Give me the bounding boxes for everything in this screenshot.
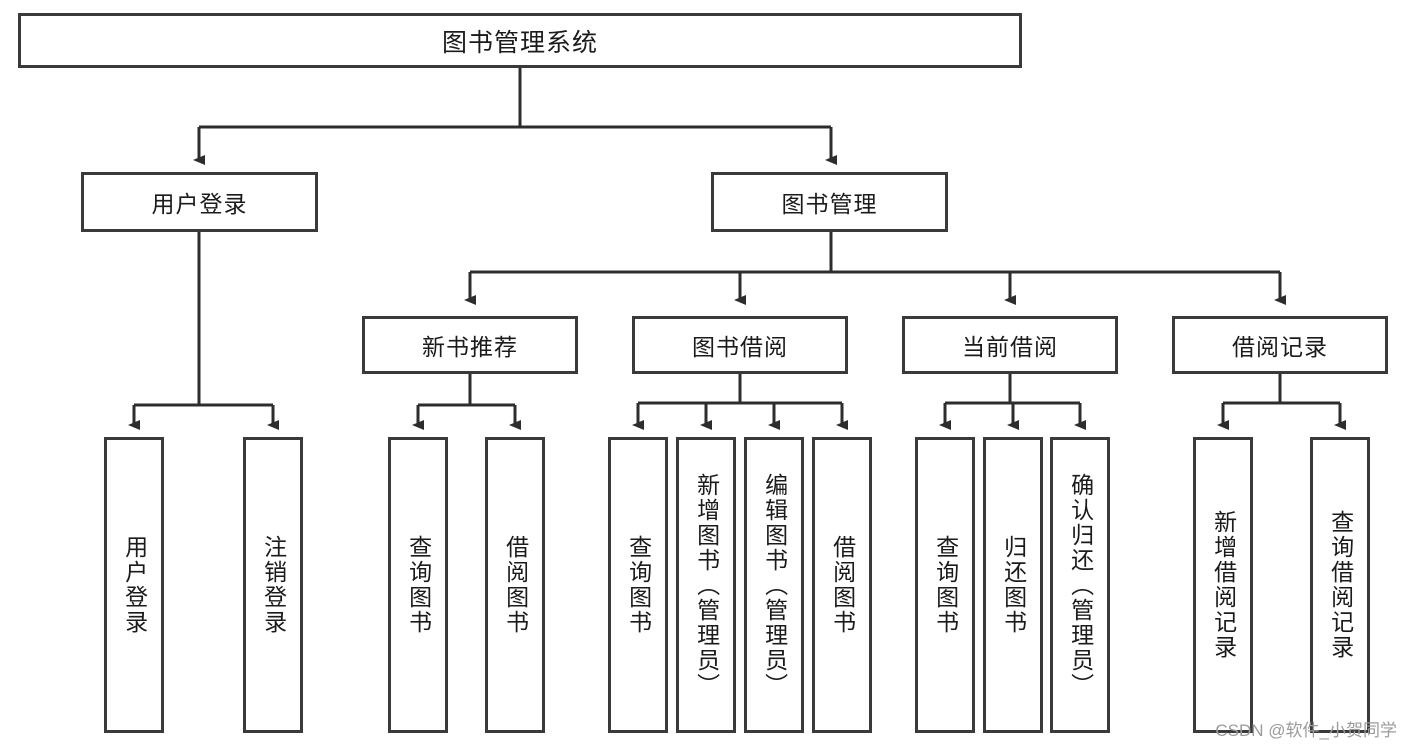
node-new-book-recommend[interactable]: 新书推荐 [362,316,578,374]
leaf-current-borrow-query-book[interactable]: 查询图书 [915,437,975,733]
leaf-book-borrow-borrow-book[interactable]: 借阅图书 [812,437,872,733]
node-book-management[interactable]: 图书管理 [711,172,948,232]
node-user-login[interactable]: 用户登录 [81,172,318,232]
node-label: 借阅记录 [1232,334,1328,360]
node-label: 编辑图书（管理员） [761,472,788,698]
leaf-new-book-query-book[interactable]: 查询图书 [388,437,448,733]
leaf-book-borrow-edit-book-admin[interactable]: 编辑图书（管理员） [744,437,804,733]
node-label: 新书推荐 [422,334,518,360]
node-label: 图书借阅 [692,334,788,360]
node-label: 查询图书 [625,535,652,635]
node-label: 借阅图书 [829,535,856,635]
node-label: 查询借阅记录 [1327,510,1354,660]
node-label: 图书管理系统 [441,28,598,57]
leaf-borrow-record-query-record[interactable]: 查询借阅记录 [1310,437,1370,733]
node-root-book-management-system[interactable]: 图书管理系统 [18,13,1022,68]
node-label: 用户登录 [121,535,148,635]
node-label: 当前借阅 [962,334,1058,360]
node-book-borrow[interactable]: 图书借阅 [632,316,848,374]
leaf-user-login-login[interactable]: 用户登录 [104,437,164,733]
node-current-borrow[interactable]: 当前借阅 [902,316,1118,374]
leaf-book-borrow-add-book-admin[interactable]: 新增图书（管理员） [676,437,736,733]
node-label: 查询图书 [405,535,432,635]
leaf-current-borrow-confirm-return-admin[interactable]: 确认归还（管理员） [1050,437,1110,733]
node-label: 注销登录 [260,535,287,635]
node-label: 图书管理 [781,191,878,217]
leaf-user-login-logout[interactable]: 注销登录 [243,437,303,733]
node-label: 用户登录 [151,191,248,217]
leaf-borrow-record-add-record[interactable]: 新增借阅记录 [1193,437,1253,733]
node-label: 确认归还（管理员） [1067,472,1094,698]
leaf-book-borrow-query-book[interactable]: 查询图书 [608,437,668,733]
node-label: 查询图书 [932,535,959,635]
watermark-text: CSDN @软件_小贺同学 [1215,721,1397,740]
leaf-new-book-borrow-book[interactable]: 借阅图书 [485,437,545,733]
node-label: 借阅图书 [502,535,529,635]
node-label: 新增借阅记录 [1210,510,1237,660]
node-label: 新增图书（管理员） [693,472,720,698]
node-label: 归还图书 [1000,535,1027,635]
node-borrow-record[interactable]: 借阅记录 [1172,316,1388,374]
leaf-current-borrow-return-book[interactable]: 归还图书 [983,437,1043,733]
